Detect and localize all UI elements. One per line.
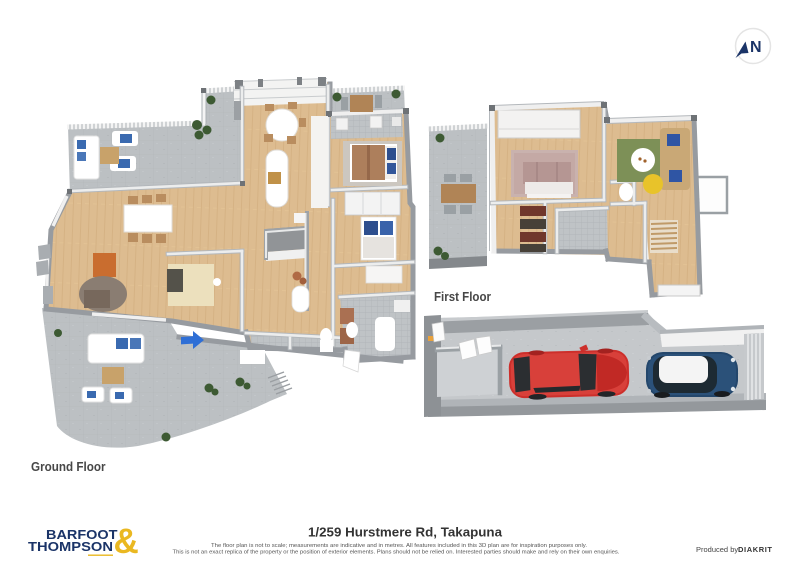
svg-text:The floor plan is not to scale: The floor plan is not to scale; measurem… [211,543,587,549]
svg-text:&: & [114,522,139,561]
svg-text:DIAKRIT: DIAKRIT [738,545,773,554]
svg-text:Ground Floor: Ground Floor [31,459,106,474]
svg-text:1/259 Hurstmere Rd, Takapuna: 1/259 Hurstmere Rd, Takapuna [308,525,503,540]
svg-text:THOMPSON: THOMPSON [28,539,113,554]
svg-text:Produced by: Produced by [696,545,738,554]
svg-text:First Floor: First Floor [434,289,491,304]
svg-text:N: N [750,39,762,56]
svg-text:BARFOOT: BARFOOT [46,527,118,542]
svg-text:This is not an exact replica o: This is not an exact replica of the prop… [173,550,620,556]
